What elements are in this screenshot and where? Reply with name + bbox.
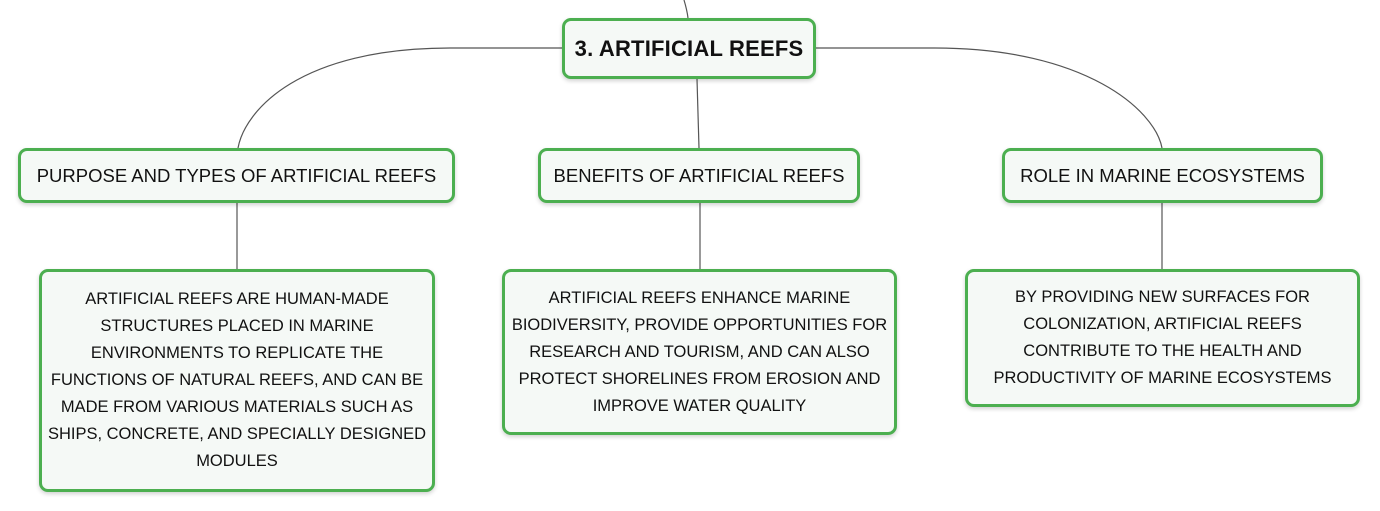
branch-label: BENEFITS OF ARTIFICIAL REEFS — [553, 164, 845, 186]
root-topic-label: 3. ARTIFICIAL REEFS — [574, 35, 804, 61]
connector-from-parent — [683, 0, 689, 19]
branch-label: ROLE IN MARINE ECOSYSTEMS — [1020, 164, 1305, 186]
detail-text: ARTIFICIAL REEFS ARE HUMAN-MADE STRUCTUR… — [47, 290, 427, 470]
connector-root-to-purpose — [237, 47, 562, 149]
connector-root-to-role — [816, 47, 1163, 149]
detail-text: BY PROVIDING NEW SURFACES FOR COLONIZATI… — [993, 288, 1332, 387]
root-topic-node[interactable]: 3. ARTIFICIAL REEFS — [562, 18, 816, 79]
detail-purpose-and-types-node[interactable]: ARTIFICIAL REEFS ARE HUMAN-MADE STRUCTUR… — [39, 269, 435, 492]
branch-label: PURPOSE AND TYPES OF ARTIFICIAL REEFS — [36, 164, 437, 186]
connector-root-to-benefits — [696, 78, 700, 149]
branch-purpose-and-types-node[interactable]: PURPOSE AND TYPES OF ARTIFICIAL REEFS — [18, 148, 455, 203]
branch-role-in-ecosystems-node[interactable]: ROLE IN MARINE ECOSYSTEMS — [1002, 148, 1323, 203]
detail-benefits-node[interactable]: ARTIFICIAL REEFS ENHANCE MARINE BIODIVER… — [502, 269, 897, 435]
detail-text: ARTIFICIAL REEFS ENHANCE MARINE BIODIVER… — [511, 288, 888, 415]
branch-benefits-node[interactable]: BENEFITS OF ARTIFICIAL REEFS — [538, 148, 860, 203]
detail-role-in-ecosystems-node[interactable]: BY PROVIDING NEW SURFACES FOR COLONIZATI… — [965, 269, 1360, 407]
